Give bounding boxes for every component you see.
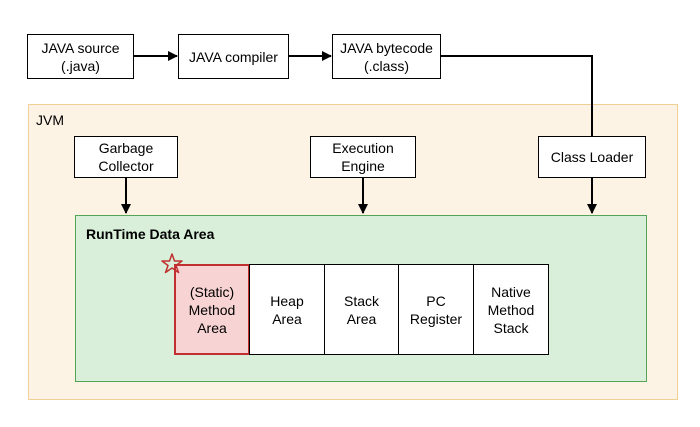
class-loader-box: Class Loader: [538, 136, 646, 178]
stack-area-box: Stack Area: [324, 264, 399, 355]
heap-area-box: Heap Area: [249, 264, 325, 355]
java-bytecode-box: JAVA bytecode (.class): [332, 34, 441, 79]
java-compiler-box: JAVA compiler: [178, 34, 289, 79]
jvm-label: JVM: [36, 112, 64, 128]
star-icon: [161, 253, 183, 274]
native-method-stack-box: Native Method Stack: [473, 264, 549, 355]
pc-register-box: PC Register: [398, 264, 474, 355]
method-area-box: (Static) Method Area: [174, 264, 250, 355]
line-bytecode-to-class-loader: [441, 55, 593, 136]
execution-engine-box: Execution Engine: [310, 136, 416, 178]
java-source-box: JAVA source (.java): [27, 34, 134, 79]
garbage-collector-box: Garbage Collector: [74, 136, 178, 178]
runtime-data-area-label: RunTime Data Area: [86, 226, 215, 242]
